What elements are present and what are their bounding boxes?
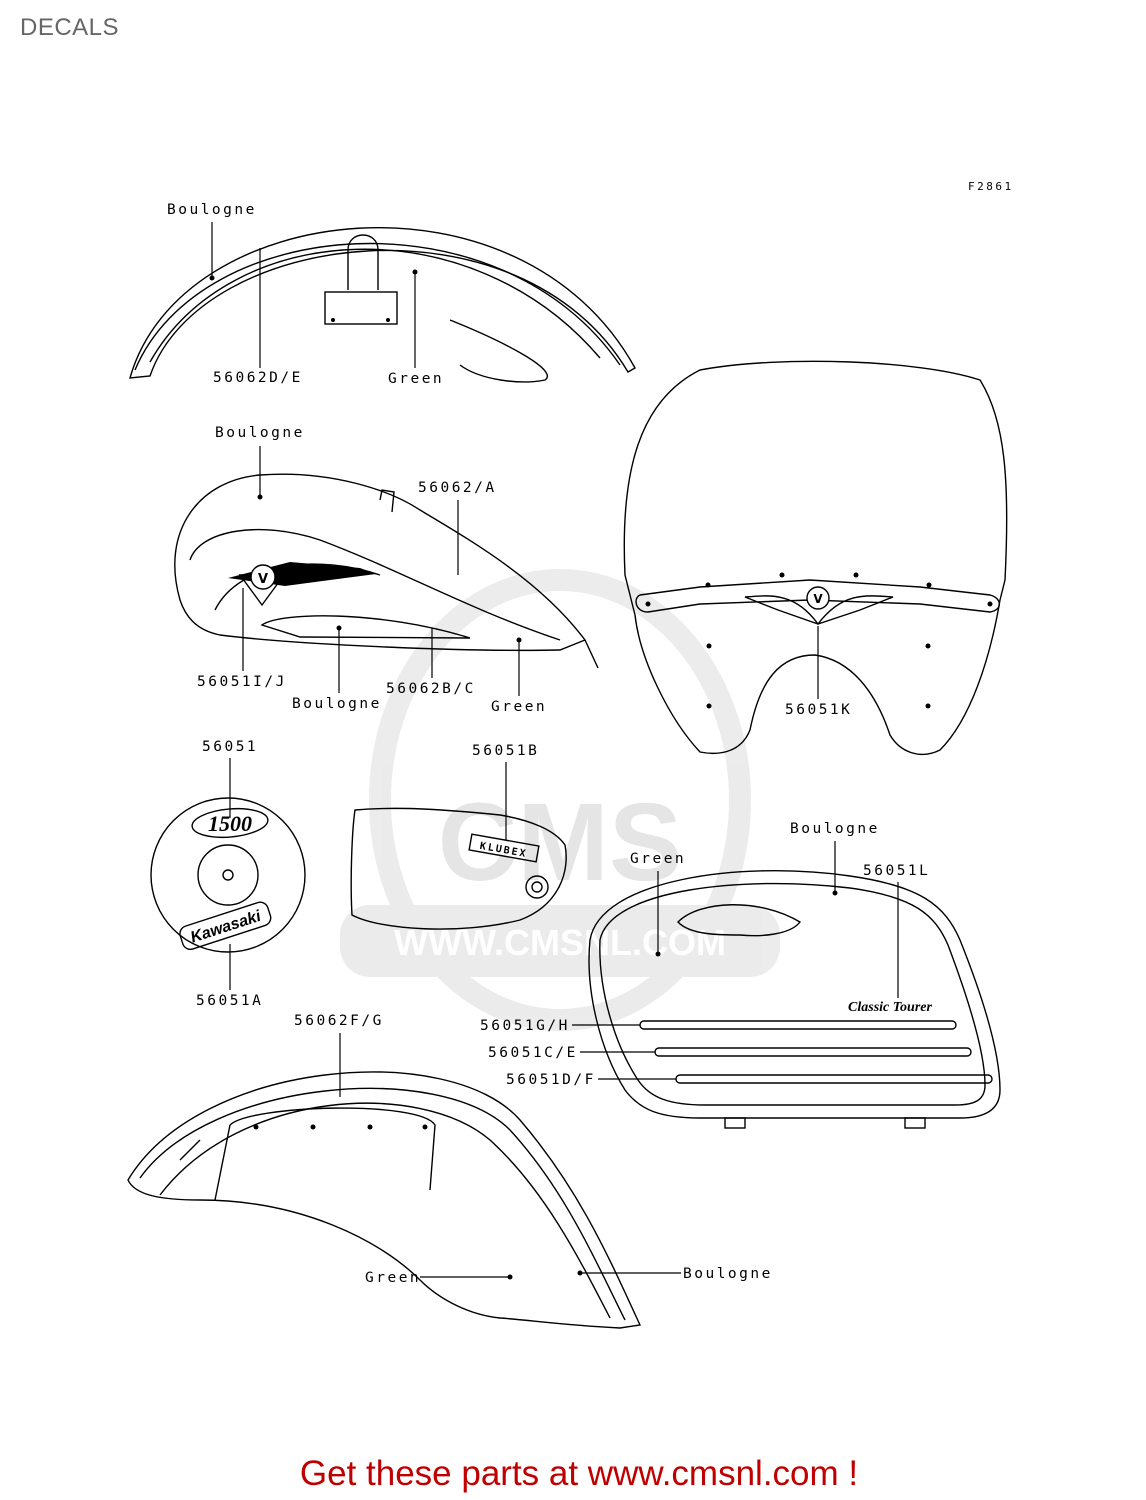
label-rear-fender-boulogne: Boulogne: [683, 1266, 773, 1282]
label-tank-emblem: 56051I/J: [197, 674, 287, 690]
label-saddlebag-stripe-3: 56051D/F: [506, 1072, 596, 1088]
label-tank-green: Green: [491, 699, 547, 715]
label-rear-fender-stripe: 56062F/G: [294, 1013, 384, 1029]
footer-link[interactable]: Get these parts at www.cmsnl.com !: [299, 1454, 859, 1493]
page-title: DECALS: [20, 14, 120, 41]
saddlebag-script: Classic Tourer: [848, 1000, 932, 1015]
label-side-cover-emblem: 56051B: [472, 743, 539, 759]
engine-cover: 1500 Kawasaki: [150, 797, 306, 953]
label-tank-boulogne-bottom: Boulogne: [292, 696, 382, 712]
label-tank-boulogne-top: Boulogne: [215, 425, 305, 441]
label-saddlebag-stripe-1: 56051G/H: [480, 1018, 570, 1034]
label-windshield-emblem: 56051K: [785, 702, 852, 718]
watermark: CMS WWW.CMSNL.COM: [340, 569, 780, 1031]
label-front-fender-boulogne: Boulogne: [167, 202, 257, 218]
label-saddlebag-logo: 56051L: [863, 863, 930, 879]
label-saddlebag-boulogne: Boulogne: [790, 821, 880, 837]
svg-text:V: V: [258, 572, 268, 587]
label-engine-cover-badge: 56051: [202, 739, 258, 755]
watermark-url: WWW.CMSNL.COM: [394, 922, 726, 963]
windshield: V: [623, 360, 1008, 755]
label-saddlebag-stripe-2: 56051C/E: [488, 1045, 578, 1061]
label-front-fender-green: Green: [388, 371, 444, 387]
figure-code: F2861: [968, 180, 1014, 193]
label-front-fender-stripe: 56062D/E: [213, 370, 303, 386]
label-tank-lower-stripe: 56062B/C: [386, 681, 476, 697]
fuel-tank: V: [174, 473, 599, 669]
rear-fender: [127, 1071, 642, 1329]
label-tank-stripe: 56062/A: [418, 480, 497, 496]
label-rear-fender-green: Green: [365, 1270, 421, 1286]
label-engine-cover-logo: 56051A: [196, 993, 263, 1009]
label-saddlebag-green: Green: [630, 851, 686, 867]
front-fender: [129, 226, 636, 383]
svg-text:V: V: [813, 592, 823, 606]
